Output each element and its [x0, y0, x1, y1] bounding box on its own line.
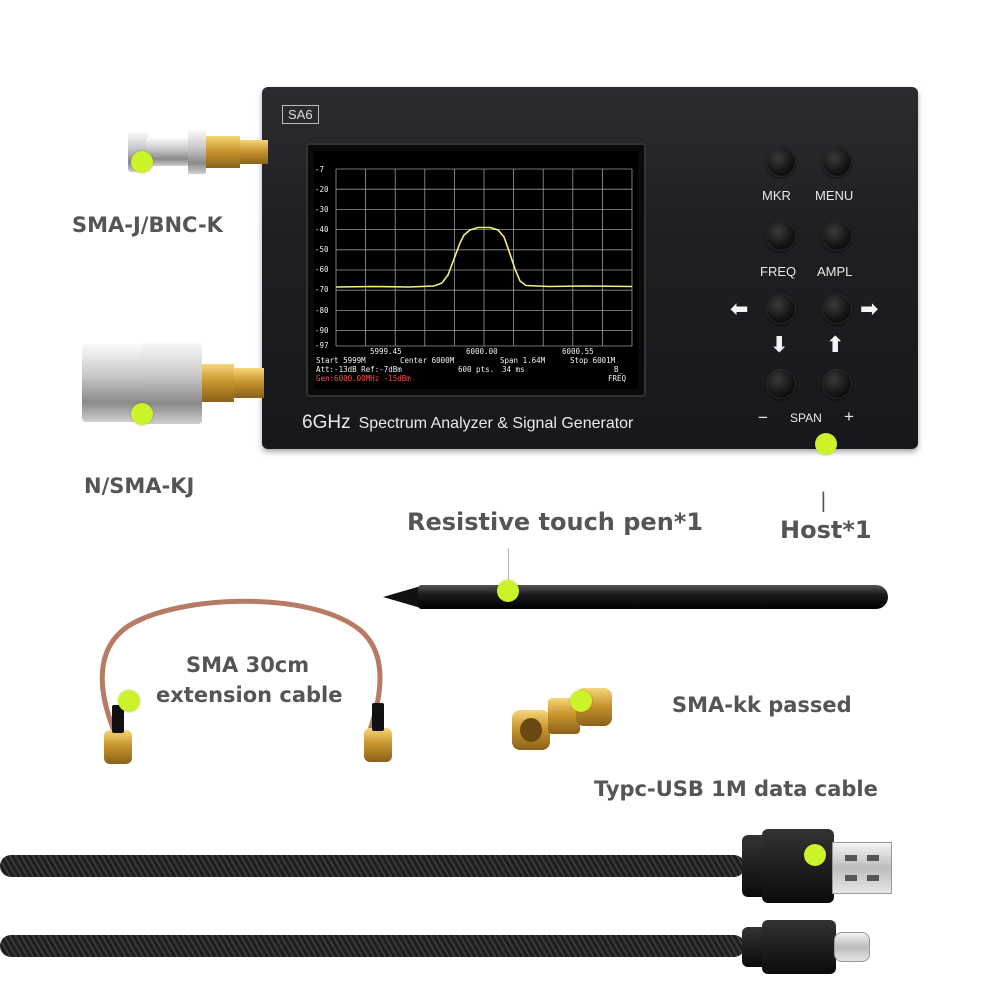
span-minus-button[interactable]	[766, 369, 796, 399]
usb-a-housing	[762, 829, 834, 903]
y-tick-label: -7	[315, 165, 325, 174]
touch-pen-label: Resistive touch pen*1	[407, 508, 704, 536]
pen-tip	[383, 586, 421, 608]
usb-cable-braid-top	[0, 855, 745, 877]
menu-label: MENU	[815, 188, 854, 203]
callout-dot	[131, 151, 153, 173]
marker-tag: B_	[614, 365, 624, 374]
pen-callout-line	[508, 548, 509, 584]
y-tick-label: -97	[315, 341, 329, 350]
arrow-up-icon: ⬆	[826, 333, 845, 358]
host-label: Host*1	[780, 516, 872, 544]
arrow-left-icon: ⬅	[730, 297, 749, 322]
callout-dot	[570, 690, 592, 712]
ampl-label: AMPL	[817, 264, 853, 279]
stop-readout: Stop 6001M	[570, 356, 616, 365]
sweep-readout: 34 ms	[502, 365, 525, 374]
span-readout: Span 1.64M	[500, 356, 546, 365]
sma-cable-boot-right	[372, 703, 384, 731]
y-tick-label: -40	[315, 225, 329, 234]
y-tick-label: -20	[315, 185, 329, 194]
span-plus-label: +	[844, 407, 854, 426]
usb-c-housing	[762, 920, 836, 974]
usb-c-plug	[834, 932, 870, 962]
callout-dot	[131, 403, 153, 425]
usb-a-plug	[832, 842, 892, 894]
plot-grid	[335, 168, 633, 347]
sma-cable-boot-left	[112, 705, 124, 733]
left-button[interactable]	[766, 294, 796, 324]
brand-text: 6GHz Spectrum Analyzer & Signal Generator	[302, 412, 633, 434]
sma-extension-cable	[99, 598, 383, 742]
points-readout: 600 pts.	[458, 365, 495, 374]
callout-dot	[118, 690, 140, 712]
usb-c-cable-braid	[0, 935, 745, 957]
device-screen[interactable]: -7 -20 -30 -40 -50 -60 -70 -80 -90 -97 5…	[314, 151, 638, 389]
x-tick-label: 5999.45	[370, 347, 402, 356]
host-tick: |	[820, 488, 827, 512]
usb-cable-label: Typc-USB 1M data cable	[594, 777, 878, 801]
sma-cable-label-line1: SMA 30cm	[186, 653, 310, 677]
bnc-adapter-label: SMA-J/BNC-K	[72, 213, 223, 237]
y-tick-label: -50	[315, 245, 329, 254]
model-badge: SA6	[282, 105, 319, 124]
mkr-button[interactable]	[766, 147, 796, 177]
y-tick-label: -60	[315, 265, 329, 274]
sma-cable-connector-right	[364, 728, 392, 762]
spectrum-trace	[335, 226, 633, 288]
generator-readout: Gen:6000.00MHz -15dBm	[316, 374, 411, 383]
y-tick-label: -30	[315, 205, 329, 214]
screen-bezel: -7 -20 -30 -40 -50 -60 -70 -80 -90 -97 5…	[306, 143, 646, 397]
freq-label: FREQ	[760, 264, 797, 279]
n-adapter-label: N/SMA-KJ	[84, 474, 195, 498]
sma-cable-connector-left	[104, 730, 132, 764]
spectrum-analyzer-host: SA6	[262, 87, 918, 449]
sma-kk-label: SMA-kk passed	[672, 693, 852, 717]
right-button[interactable]	[822, 294, 852, 324]
y-tick-label: -70	[315, 285, 329, 294]
spectrum-plot	[335, 168, 633, 347]
callout-dot	[497, 580, 519, 602]
callout-dot	[815, 433, 837, 455]
mkr-label: MKR	[762, 188, 791, 203]
y-tick-label: -80	[315, 306, 329, 315]
brand-description: Spectrum Analyzer & Signal Generator	[358, 415, 634, 432]
n-adapter	[82, 342, 264, 424]
mode-readout: FREQ	[608, 374, 627, 383]
span-plus-button[interactable]	[822, 369, 852, 399]
ampl-button[interactable]	[822, 221, 852, 251]
touch-pen	[418, 585, 888, 609]
x-tick-label: 6000.55	[562, 347, 594, 356]
y-tick-label: -90	[315, 326, 329, 335]
att-ref-readout: Att:-13dB Ref:-7dBm	[316, 365, 402, 374]
callout-dot	[804, 844, 826, 866]
menu-button[interactable]	[822, 147, 852, 177]
start-readout: Start 5999M	[316, 356, 366, 365]
span-label: SPAN	[790, 411, 822, 425]
x-tick-label: 6000.00	[466, 347, 498, 356]
arrow-down-icon: ⬇	[770, 333, 789, 358]
freq-button[interactable]	[766, 221, 796, 251]
span-minus-label: −	[758, 408, 768, 427]
sma-kk-adapter	[512, 688, 612, 756]
arrow-right-icon: ➡	[860, 297, 879, 322]
brand-frequency: 6GHz	[302, 412, 351, 433]
center-readout: Center 6000M	[400, 356, 455, 365]
sma-cable-label-line2: extension cable	[156, 683, 343, 707]
